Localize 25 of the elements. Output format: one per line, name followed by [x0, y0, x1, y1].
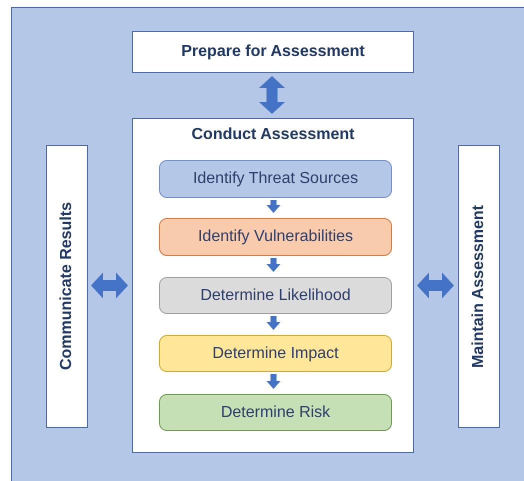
- phase-container: [132, 118, 414, 453]
- step-label: Determine Impact: [212, 344, 339, 364]
- container-title: Conduct Assessment: [192, 125, 354, 145]
- double-arrow: [91, 272, 128, 298]
- down-arrow: [266, 258, 280, 272]
- vertical-label: Communicate Results: [57, 202, 76, 371]
- step-box: [159, 277, 392, 314]
- down-arrow: [266, 316, 280, 330]
- step-box: [159, 218, 392, 256]
- phase-box: [132, 31, 414, 73]
- step-label: Prepare for Assessment: [181, 42, 365, 62]
- down-arrow: [266, 200, 280, 213]
- side-box: [458, 145, 500, 428]
- double-arrow: [259, 76, 285, 114]
- step-label: Determine Risk: [220, 402, 330, 422]
- double-arrow: [417, 272, 454, 298]
- down-arrow: [266, 374, 280, 389]
- step-label: Identify Vulnerabilities: [198, 227, 354, 247]
- side-box: [46, 145, 88, 428]
- vertical-label: Maintain Assessment: [469, 204, 488, 368]
- step-label: Identify Threat Sources: [192, 169, 358, 189]
- step-box: [159, 160, 392, 198]
- step-label: Determine Likelihood: [200, 286, 351, 306]
- step-box: [159, 335, 392, 372]
- step-box: [159, 394, 392, 431]
